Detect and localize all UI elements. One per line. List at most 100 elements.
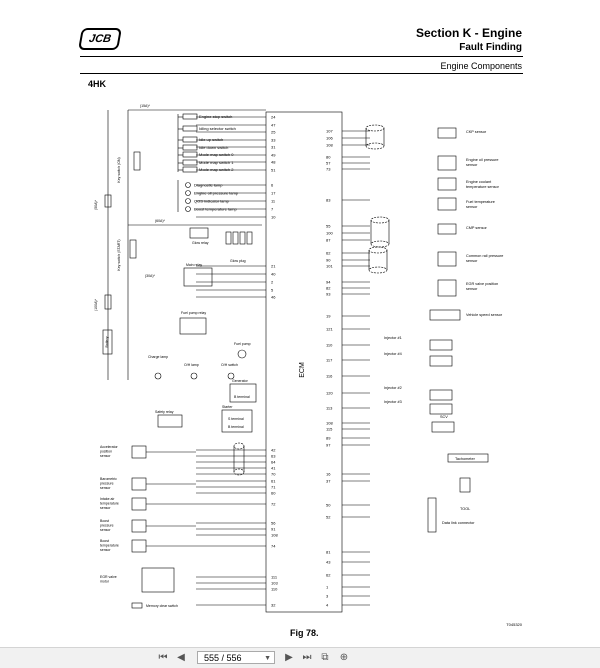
switch-label: Mode map switch 2: [199, 167, 234, 172]
zoom-icon[interactable]: ⊕: [339, 652, 349, 663]
safety-relay-symbol: [157, 414, 183, 428]
injector-label: Injector #3: [384, 400, 402, 404]
ecm-right-pin: 62: [326, 251, 331, 256]
page-selector[interactable]: 555 / 556▼: [197, 651, 275, 664]
ecm-left-pin: 32: [271, 603, 276, 608]
pdf-viewer-toolbar: ⏮ ◀ 555 / 556▼ ▶ ⏭ ⧉ ⊕: [0, 647, 600, 668]
next-page-icon[interactable]: ▶: [285, 652, 293, 663]
first-page-icon[interactable]: ⏮: [158, 652, 168, 663]
switch-symbol: [182, 144, 198, 151]
coolant-temp-sensor-symbol: [437, 177, 457, 191]
ecm-right-pin: 1: [326, 585, 329, 590]
prev-page-icon[interactable]: ◀: [177, 652, 185, 663]
b-terminal-label: B terminal: [228, 425, 244, 429]
fuel-temp-sensor-label: Fuel temperature: [466, 200, 495, 204]
lamp-symbol: [185, 206, 191, 212]
s-terminal-label: S terminal: [228, 417, 244, 421]
ecm-left-pin: 63: [271, 454, 276, 459]
oh-lamp-label: O/H lamp: [184, 363, 199, 367]
copy-icon[interactable]: ⧉: [321, 652, 329, 663]
ecm-left-pin: 41: [271, 466, 276, 471]
memory-switch-label: Memory clear switch: [146, 604, 178, 608]
switch-symbol: [182, 136, 198, 143]
switch-label: Mode map switch 0: [199, 152, 234, 157]
ecm-left-pin: 47: [271, 123, 276, 128]
common-rail-sensor-label: Common rail pressure: [466, 254, 503, 258]
ecm-left-pin: 103: [271, 581, 278, 586]
ecm-left-pin: 71: [271, 485, 276, 490]
switch-label: Idle down switch: [199, 145, 228, 150]
oh-switch-label: O/H switch: [221, 363, 238, 367]
glow-plug-symbol: [225, 231, 232, 245]
ecm-right-pin: 73: [326, 167, 331, 172]
common-rail-sensor-label: sensor: [466, 259, 478, 263]
main-relay-symbol: [183, 267, 213, 287]
glow-plug-label: Glow plug: [230, 259, 246, 263]
ecm-left-pin: 48: [271, 160, 276, 165]
vehicle-speed-label: Vehicle speed sensor: [466, 313, 503, 317]
ecm-left-pin: 72: [271, 502, 276, 507]
left-sensor-symbol: [131, 445, 147, 459]
ecm-left-pin: 6: [271, 183, 274, 188]
ecm-left-pin: 61: [271, 479, 276, 484]
lamp-symbol: [185, 190, 191, 196]
fuel-temp-sensor-label: sensor: [466, 205, 478, 209]
generator-label: Generator: [232, 379, 249, 383]
ecm-left-pin: 2: [271, 280, 274, 285]
ecm-left-pin: 21: [271, 264, 276, 269]
key-switch-symbol: [129, 239, 137, 259]
fuel-pump-relay-symbol: [179, 317, 207, 335]
common-rail-sensor-symbol: [437, 251, 457, 267]
ecm-left-pin: 40: [271, 272, 276, 277]
battery-label: Battery: [105, 336, 109, 347]
glow-relay-symbol: [189, 227, 209, 239]
ecm-right-pin: 16: [326, 472, 331, 477]
ecm-left-pin: 10: [271, 215, 276, 220]
ecm-left-pin: 49: [271, 153, 276, 158]
ecm-left-pin: 110: [271, 587, 278, 592]
wiring-diagram: ECM2447253331494851617117102140254642636…: [94, 104, 523, 627]
fuse-label: (100A)*: [94, 298, 98, 311]
injector-label: Injector #4: [384, 352, 402, 356]
chevron-down-icon: ▼: [264, 655, 271, 662]
key-switch-label: Key switch (ON): [117, 157, 121, 182]
ecm-left-pin: 7: [271, 207, 274, 212]
ecm-right-pin: 90: [326, 258, 331, 263]
ecm-right-pin: 117: [326, 358, 333, 363]
ecm-right-pin: 101: [326, 264, 333, 269]
egr-position-sensor-symbol: [437, 279, 457, 297]
ecm-left-pin: 5: [271, 288, 274, 293]
left-sensor-label: temperature: [100, 502, 119, 506]
glow-relay-label: Glow relay: [192, 241, 209, 245]
ecm-left-pin: 31: [271, 145, 276, 150]
fuse-label: (30A)*: [145, 274, 156, 278]
left-sensor-label: sensor: [100, 528, 111, 532]
subheader-divider: [80, 73, 523, 74]
ecm-left-pin: 11: [271, 199, 276, 204]
ecm-right-pin: 4: [326, 603, 329, 608]
egr-position-sensor-label: EGR valve position: [466, 282, 498, 286]
lamp-label: Engine oil pressure lamp: [194, 191, 239, 196]
injector-label: Injector #1: [384, 336, 402, 340]
cmp-sensor-label: CMP sensor: [466, 226, 488, 230]
last-page-icon[interactable]: ⏭: [302, 652, 312, 663]
ecm-right-pin: 80: [326, 155, 331, 160]
ecm-right-pin: 37: [326, 479, 331, 484]
oil-pressure-sensor-symbol: [437, 155, 457, 171]
figure-caption: Fig 78.: [290, 628, 319, 638]
shield-bundle: [368, 266, 388, 274]
engine-model: 4HK: [88, 79, 107, 89]
ckp-sensor-symbol: [437, 127, 457, 139]
ecm-right-pin: 97: [326, 443, 331, 448]
ecm-right-pin: 120: [326, 391, 333, 396]
tool-label: TOOL: [460, 507, 470, 511]
ecm-right-pin: 89: [326, 436, 331, 441]
ecm-right-pin: 108: [326, 421, 333, 426]
scv-symbol: [431, 421, 455, 433]
egr-position-sensor-label: sensor: [466, 287, 478, 291]
dlc-label: Data link connector: [442, 521, 475, 525]
key-switch-label: Key switch (START): [117, 239, 121, 270]
left-sensor-symbol: [131, 497, 147, 511]
ecm-right-pin: 62: [326, 573, 331, 578]
cmp-sensor-symbol: [437, 223, 457, 235]
